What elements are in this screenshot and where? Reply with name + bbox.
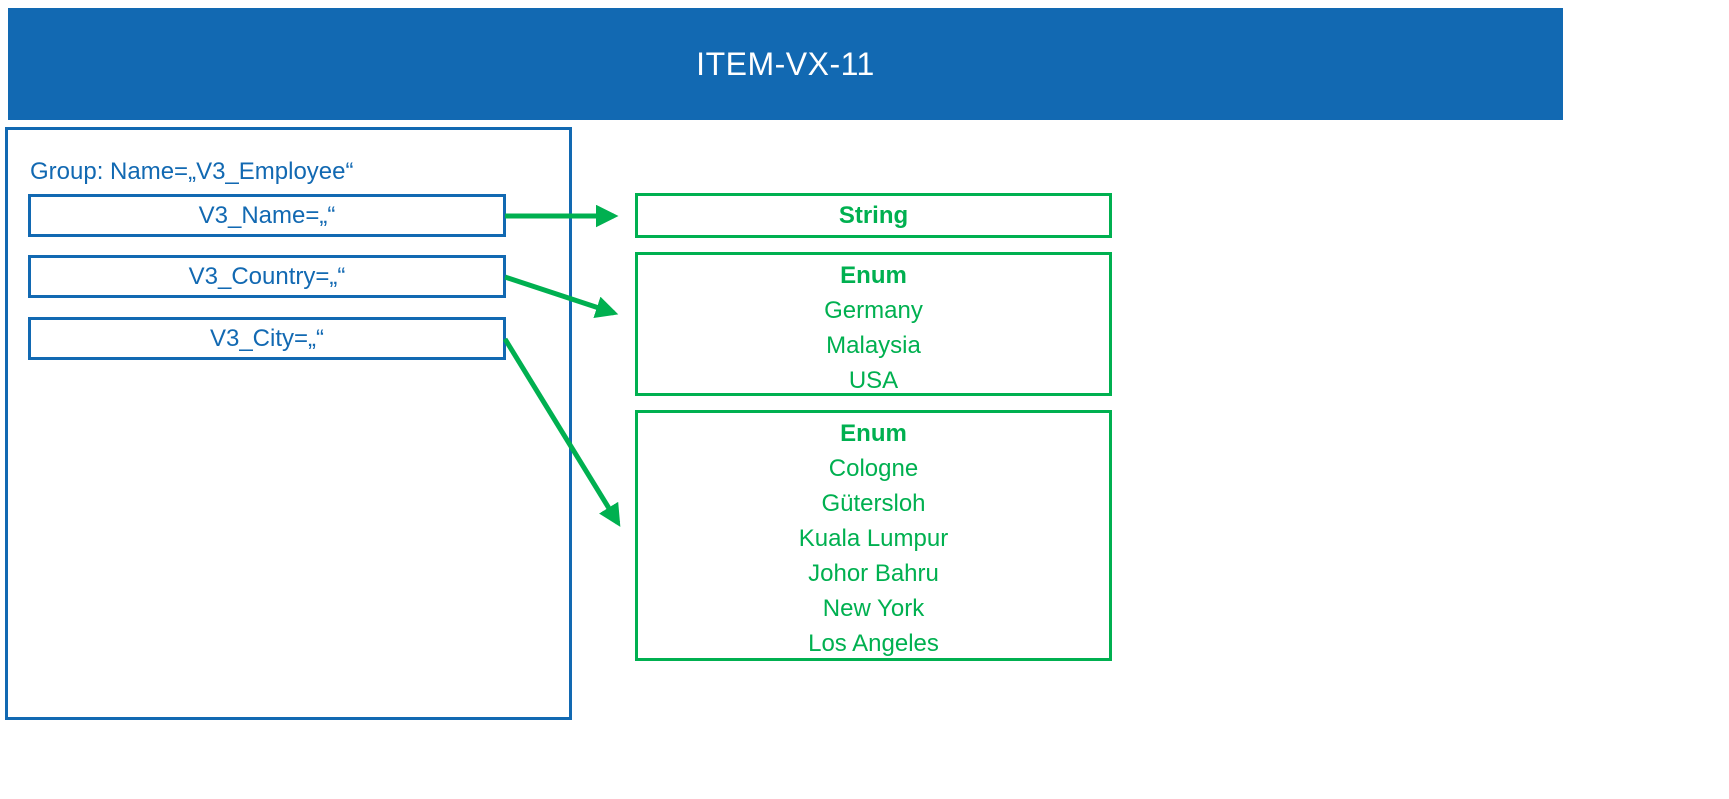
field-v3-name-label: V3_Name=„“ [198,201,336,229]
enum-value-kuala-lumpur: Kuala Lumpur [798,525,949,552]
field-v3-country: V3_Country=„“ [28,255,506,298]
title-bar: ITEM-VX-11 [8,8,1563,120]
type-title-enum-country: Enum [840,262,907,289]
type-box-string: String [635,193,1112,238]
field-v3-country-label: V3_Country=„“ [188,262,346,290]
group-label: Group: Name=„V3_Employee“ [30,158,354,185]
enum-value-los-angeles: Los Angeles [808,630,939,657]
type-title-string: String [838,202,909,229]
field-v3-city-label: V3_City=„“ [209,324,325,352]
enum-value-cologne: Cologne [828,455,919,482]
enum-value-johor-bahru: Johor Bahru [808,560,939,587]
enum-value-usa: USA [848,367,899,394]
enum-value-germany: Germany [824,297,923,324]
field-v3-city: V3_City=„“ [28,317,506,360]
page-title: ITEM-VX-11 [696,45,875,82]
type-title-enum-city: Enum [840,420,907,447]
field-v3-name: V3_Name=„“ [28,194,506,237]
enum-value-guetersloh: Gütersloh [821,490,926,517]
group-box-v3-employee: Group: Name=„V3_Employee“ V3_Name=„“ V3_… [5,127,572,720]
enum-value-new-york: New York [822,595,925,622]
type-box-enum-city: Enum Cologne Gütersloh Kuala Lumpur Joho… [635,410,1112,661]
type-box-enum-country: Enum Germany Malaysia USA [635,252,1112,396]
enum-value-malaysia: Malaysia [826,332,921,359]
